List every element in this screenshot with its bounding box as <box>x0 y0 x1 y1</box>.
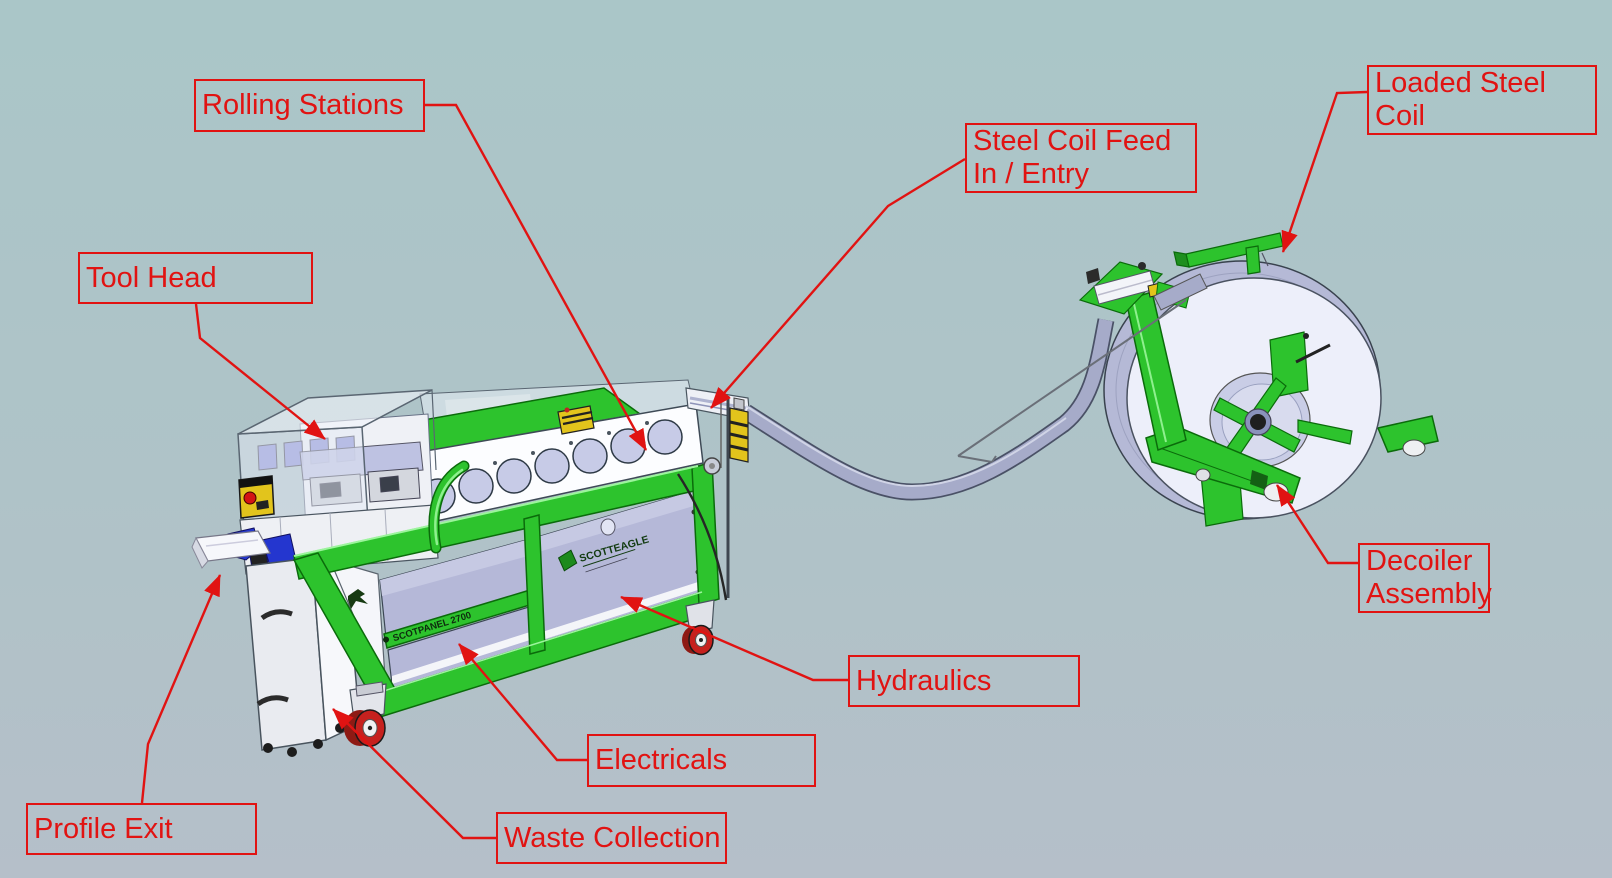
label-text: Steel Coil Feed <box>973 125 1172 157</box>
label-profile-exit: Profile Exit <box>26 803 257 855</box>
leader-waste-collection <box>332 708 496 840</box>
label-loaded-steel-coil: Loaded Steel Coil <box>1367 65 1597 135</box>
leader-loaded-steel-coil <box>1281 90 1368 253</box>
label-text: Electricals <box>595 744 728 776</box>
entry-clamp-device <box>729 397 749 463</box>
coil-hold-down-bar <box>1173 232 1284 275</box>
label-text: Assembly <box>1366 578 1492 610</box>
door-top-band <box>380 540 528 596</box>
cabinet-frame <box>292 461 720 718</box>
emergency-stop-panel <box>238 475 275 519</box>
pedestal-handle <box>256 695 289 707</box>
frame-mullion <box>523 514 546 655</box>
leader-steel-coil-feed <box>710 157 966 409</box>
mandrel-spider <box>1199 331 1353 527</box>
label-text: Decoiler <box>1366 545 1473 577</box>
caster-front-left <box>344 681 387 747</box>
leader-hydraulics <box>620 595 848 682</box>
label-hydraulics: Hydraulics <box>848 655 1080 707</box>
caster-right <box>682 599 715 656</box>
decoiler-wheel <box>1195 468 1211 482</box>
eagle-logo-icon <box>348 589 368 609</box>
label-electricals: Electricals <box>587 734 816 787</box>
label-text: Profile Exit <box>34 812 173 845</box>
strip-guide-wire <box>957 299 1187 463</box>
label-tool-head: Tool Head <box>78 252 313 304</box>
label-rolling-stations: Rolling Stations <box>194 79 425 132</box>
leader-lines <box>140 90 1368 840</box>
leader-tool-head <box>194 303 326 440</box>
deck-yellow-unit <box>557 405 595 435</box>
label-text: Waste Collection <box>504 821 721 854</box>
door-vent-hole <box>600 518 616 536</box>
leader-profile-exit <box>140 574 222 804</box>
door-top-band <box>534 490 697 553</box>
emergency-stop-button <box>243 491 257 505</box>
frame-highlight <box>293 465 699 557</box>
leader-decoiler-assembly <box>1275 484 1358 565</box>
entry-cable <box>676 473 728 601</box>
label-text: In / Entry <box>973 158 1090 190</box>
label-text: Rolling Stations <box>202 89 404 121</box>
label-text: Coil <box>1375 100 1425 132</box>
entry-fixtures <box>676 396 749 601</box>
green-pipe-handle <box>428 460 470 554</box>
coil-feed-head <box>1078 261 1208 315</box>
profile-exit-tray <box>191 530 271 569</box>
pedestal-handle <box>260 609 293 621</box>
leader-rolling-stations <box>425 103 648 451</box>
label-decoiler-assembly: Decoiler Assembly <box>1358 543 1492 613</box>
decoiler-assembly-group <box>1078 232 1439 527</box>
label-steel-coil-feed: Steel Coil Feed In / Entry <box>965 123 1197 193</box>
leader-electricals <box>458 643 587 762</box>
door-streak <box>542 582 698 640</box>
label-text: Tool Head <box>86 261 217 294</box>
label-text: Hydraulics <box>856 664 992 697</box>
roll-forming-machine: SCOTTEAGLE SCOTPANEL 2700 <box>191 379 751 757</box>
label-text: Loaded Steel <box>1375 67 1546 99</box>
tool-head-glass-edge <box>361 389 437 471</box>
decoiler-right-foot <box>1376 415 1439 457</box>
label-waste-collection: Waste Collection <box>496 812 727 864</box>
steel-strip <box>741 318 1115 501</box>
